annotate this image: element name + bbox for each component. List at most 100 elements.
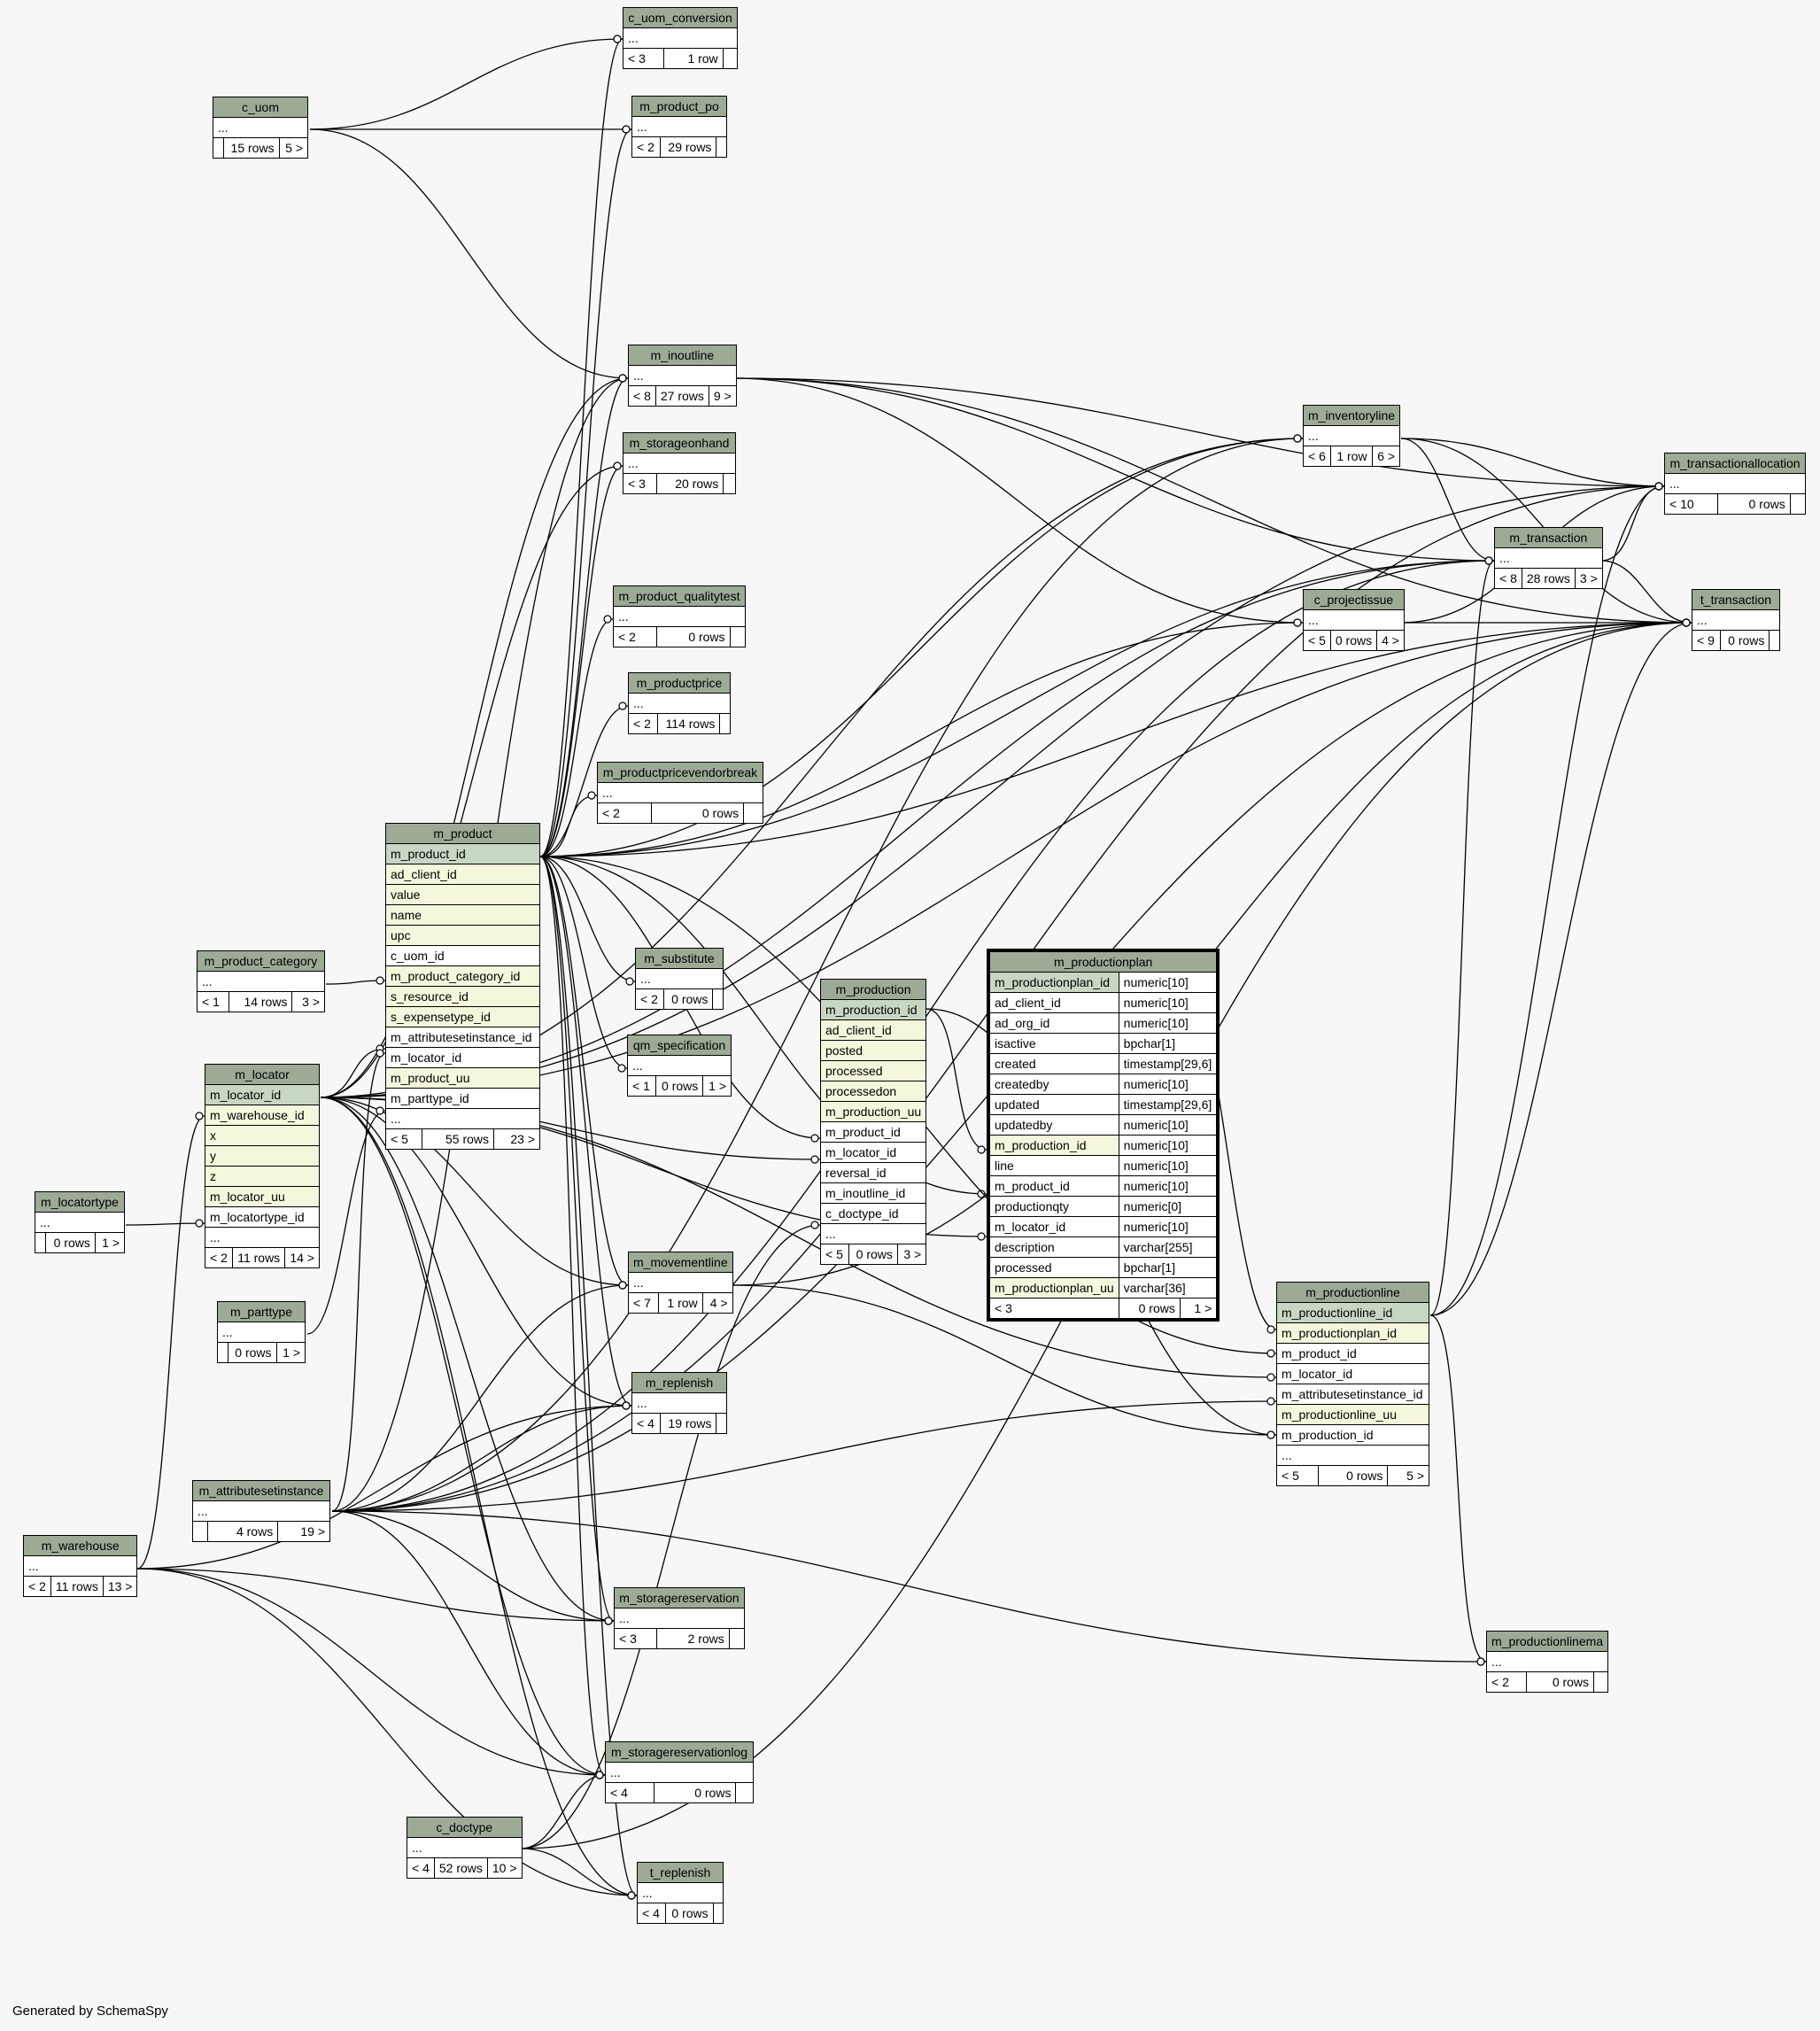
parents-count[interactable]: < 2	[613, 626, 657, 647]
parents-count[interactable]: < 3	[622, 473, 658, 494]
children-count[interactable]: 1 >	[702, 1075, 732, 1097]
children-count[interactable]	[1593, 1671, 1609, 1693]
relationship-edge	[1429, 485, 1665, 1316]
children-count[interactable]	[723, 473, 736, 494]
children-count[interactable]: 14 >	[284, 1247, 320, 1268]
parents-count[interactable]: < 3	[987, 1298, 1119, 1321]
parents-count[interactable]: < 4	[605, 1782, 654, 1803]
children-count[interactable]	[722, 48, 739, 69]
parents-count[interactable]: < 6	[1302, 446, 1332, 467]
parents-count[interactable]: < 3	[613, 1628, 658, 1649]
children-count[interactable]: 1 >	[275, 1342, 306, 1363]
children-count[interactable]: 10 >	[486, 1857, 523, 1879]
children-count[interactable]	[735, 1782, 754, 1803]
children-count[interactable]: 4 >	[1376, 630, 1405, 651]
children-count[interactable]: 6 >	[1371, 446, 1401, 467]
parents-count[interactable]: < 2	[631, 136, 662, 158]
children-count[interactable]	[1789, 493, 1807, 515]
parents-count[interactable]	[192, 1521, 208, 1542]
parents-count[interactable]: < 2	[1486, 1671, 1527, 1693]
parents-count[interactable]: < 1	[196, 991, 230, 1012]
children-count[interactable]: 19 >	[277, 1521, 330, 1542]
parents-count[interactable]: < 9	[1691, 630, 1722, 651]
parents-count[interactable]: < 4	[407, 1857, 435, 1879]
parents-count[interactable]: < 2	[205, 1247, 233, 1268]
children-count[interactable]: 23 >	[493, 1128, 540, 1150]
children-count[interactable]	[1769, 630, 1780, 651]
children-count[interactable]	[716, 1413, 727, 1434]
parents-count[interactable]	[35, 1232, 46, 1253]
children-count[interactable]: 3 >	[1574, 568, 1603, 589]
row-count: 0 rows	[663, 988, 714, 1010]
parents-count[interactable]: < 4	[637, 1903, 666, 1924]
parents-count[interactable]: < 8	[628, 385, 656, 407]
parents-count[interactable]: < 2	[628, 713, 658, 734]
table-m_productionline[interactable]: m_productionline m_productionline_id m_p…	[1276, 1282, 1429, 1486]
children-count[interactable]	[712, 988, 724, 1010]
parents-count[interactable]: < 2	[596, 802, 653, 824]
parents-count[interactable]: < 10	[1663, 493, 1719, 515]
children-count[interactable]: 13 >	[102, 1576, 138, 1597]
children-count[interactable]: 5 >	[278, 137, 309, 159]
parents-count[interactable]: < 2	[23, 1576, 51, 1597]
parents-count[interactable]	[217, 1342, 228, 1363]
parents-count[interactable]: < 3	[623, 48, 664, 69]
children-count[interactable]: 1 >	[94, 1232, 126, 1253]
table-m_locator[interactable]: m_locator m_locator_id m_warehouse_id x …	[205, 1064, 320, 1268]
parents-count[interactable]: < 4	[631, 1413, 662, 1434]
table-m_product[interactable]: m_product m_product_id ad_client_id valu…	[384, 823, 540, 1150]
children-count[interactable]	[729, 626, 747, 647]
children-count[interactable]	[716, 136, 727, 158]
table-title: m_replenish	[631, 1372, 727, 1393]
children-count[interactable]: 3 >	[291, 991, 325, 1012]
crowfoot-marker	[195, 1112, 204, 1120]
children-count[interactable]: 5 >	[1387, 1465, 1429, 1486]
parents-count[interactable]: < 8	[1494, 568, 1522, 589]
parents-count[interactable]: < 5	[1303, 630, 1331, 651]
parents-count[interactable]: < 5	[384, 1128, 423, 1150]
children-count[interactable]: 3 >	[896, 1244, 927, 1265]
parents-count[interactable]: < 2	[634, 988, 665, 1010]
children-count[interactable]	[712, 1903, 724, 1924]
children-count[interactable]	[719, 713, 731, 734]
children-count[interactable]: 1 >	[1179, 1298, 1219, 1321]
table-m_production[interactable]: m_production m_production_id ad_client_i…	[819, 979, 927, 1265]
parents-count[interactable]: < 7	[628, 1292, 659, 1314]
children-count[interactable]	[743, 802, 763, 824]
children-count[interactable]	[728, 1628, 746, 1649]
parents-count[interactable]: < 5	[819, 1244, 850, 1265]
children-count[interactable]: 4 >	[701, 1292, 733, 1314]
parents-count[interactable]: < 5	[1276, 1465, 1319, 1486]
children-count[interactable]: 9 >	[708, 385, 737, 407]
parents-count[interactable]: < 1	[627, 1075, 656, 1097]
parents-count[interactable]	[213, 137, 224, 159]
